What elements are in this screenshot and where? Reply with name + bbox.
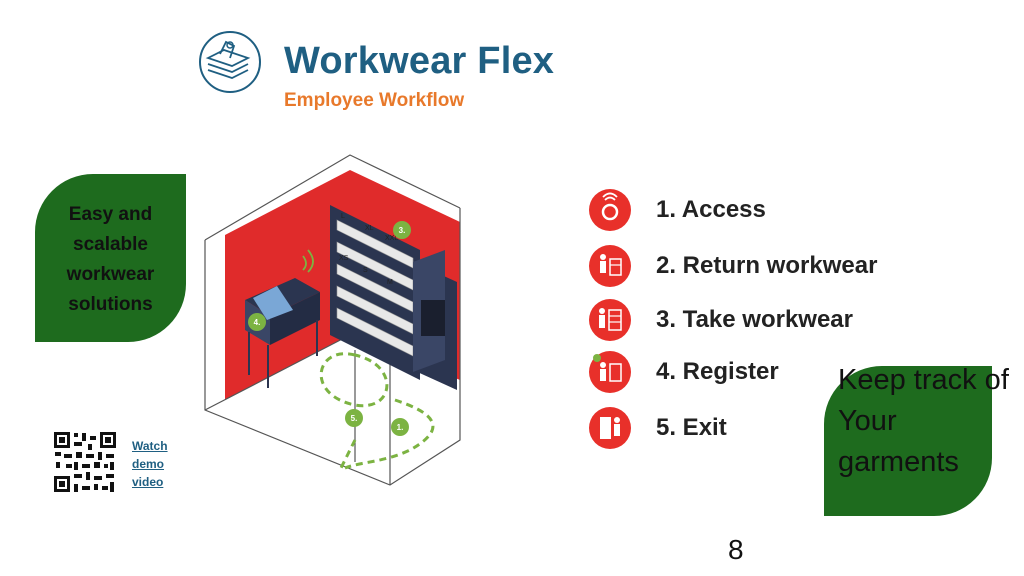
badge-right-shape: [824, 366, 992, 516]
return-unit: [413, 250, 457, 390]
size-label: L: [341, 213, 345, 220]
workflow-room-illustration: L XL XXL XS S M 3. 2.: [204, 154, 461, 486]
badge-left-text: Easy and scalable workwear solutions: [66, 204, 155, 315]
page-number: 8: [728, 534, 744, 565]
page-subtitle: Employee Workflow: [284, 90, 465, 111]
step-label: 3. Take workwear: [656, 306, 853, 333]
marker-label: 4.: [254, 318, 261, 327]
watch-demo-video-link[interactable]: Watch demo video: [132, 439, 168, 489]
wifi-signal-icon: [302, 249, 314, 273]
badge-left-shape: [35, 174, 186, 342]
marker-dot: [393, 221, 411, 239]
qr-code-icon[interactable]: [52, 430, 118, 494]
marker-label: 5.: [351, 414, 358, 423]
size-label: XL: [365, 225, 374, 232]
take-workwear-icon: [589, 299, 631, 341]
marker-dot: [345, 409, 363, 427]
step-label: 5. Exit: [656, 414, 727, 441]
badge-right-text: Keep track of Your garments: [838, 364, 1009, 478]
marker-dot: [248, 313, 266, 331]
size-label: M: [387, 279, 393, 286]
step-item-register: 4. Register: [588, 350, 918, 394]
marker-label: 1.: [397, 423, 404, 432]
workwear-flex-logo-icon: [199, 31, 261, 93]
register-icon: [589, 351, 631, 393]
size-label: S: [363, 267, 368, 274]
size-label: XXL: [385, 235, 398, 242]
access-fob-icon: [589, 189, 631, 231]
step-label: 2. Return workwear: [656, 252, 878, 279]
shelving-unit: L XL XXL XS S M: [330, 205, 420, 380]
marker-dot: [391, 418, 409, 436]
step-label: 4. Register: [656, 358, 779, 385]
register-kiosk: [245, 278, 320, 388]
return-workwear-icon: [589, 245, 631, 287]
step-item-exit: 5. Exit: [588, 406, 918, 450]
step-item-take: 3. Take workwear: [588, 298, 918, 342]
walking-path: [319, 352, 435, 471]
page-title: Workwear Flex: [284, 40, 555, 82]
marker-label: 3.: [399, 226, 406, 235]
step-label: 1. Access: [656, 196, 766, 223]
exit-door-icon: [589, 407, 631, 449]
size-label: XS: [339, 255, 349, 262]
room-outline: [204, 154, 461, 486]
step-markers: 3. 2. 4. 5. 1.: [248, 221, 411, 436]
step-item-return: 2. Return workwear: [588, 244, 918, 288]
step-item-access: 1. Access: [588, 188, 918, 232]
